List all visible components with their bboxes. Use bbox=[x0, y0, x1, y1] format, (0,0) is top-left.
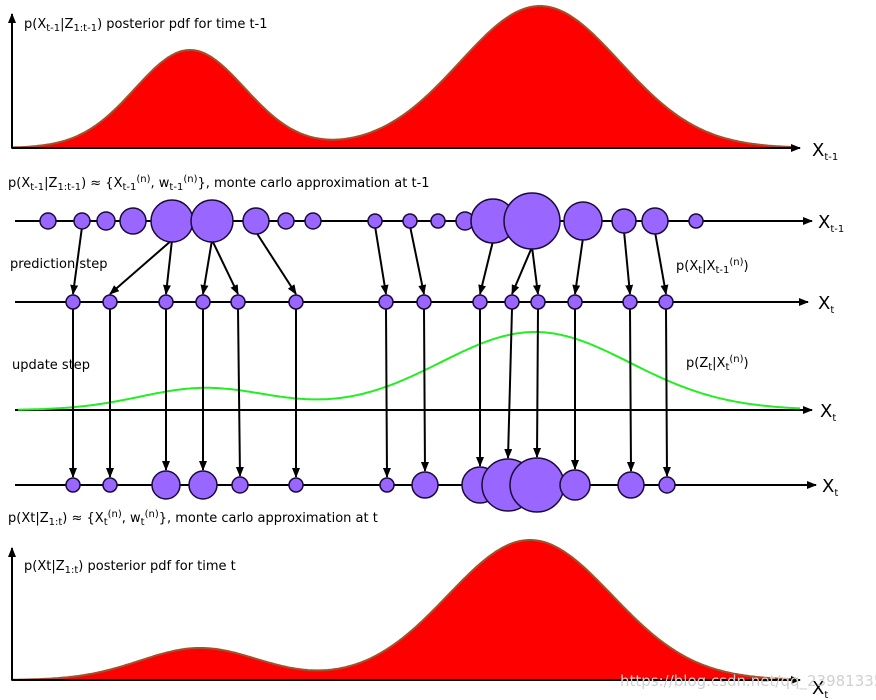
particle-weighted bbox=[617, 471, 645, 499]
particle-set bbox=[39, 192, 704, 513]
posterior-t-panel: p(Xt|Z1:t) posterior pdf for time t Xt bbox=[7, 539, 828, 700]
watermark: https://blog.csdn.net/qq_23981335 bbox=[620, 672, 876, 691]
particle-predicted bbox=[378, 294, 394, 310]
particle-prior bbox=[73, 212, 91, 230]
prediction-arrow bbox=[255, 231, 297, 295]
particle-weighted bbox=[288, 477, 304, 493]
particle-weighted bbox=[559, 469, 591, 501]
posterior-t-minus-1-panel: p(Xt-1|Z1:t-1) posterior pdf for time t-… bbox=[7, 5, 838, 163]
particle-prior bbox=[39, 212, 57, 230]
particle-prior bbox=[304, 212, 322, 230]
posterior-t-minus-1-curve bbox=[11, 5, 791, 149]
update-step-label: update step bbox=[12, 358, 90, 373]
prediction-arrow bbox=[572, 237, 584, 295]
particle-weighted bbox=[151, 470, 181, 500]
particle-prior bbox=[96, 211, 116, 231]
particle-predicted bbox=[158, 294, 174, 310]
transition-arrows bbox=[69, 225, 671, 478]
prediction-arrow bbox=[109, 239, 173, 295]
particle-predicted bbox=[472, 294, 488, 310]
mc-prev-label: p(Xt-1|Z1:t-1) ≈ {Xt-1(n), wt-1(n)}, mon… bbox=[8, 174, 430, 193]
posterior-t-curve bbox=[11, 539, 791, 681]
particle-prior bbox=[688, 213, 704, 229]
particle-weighted bbox=[65, 477, 81, 493]
particle-weighted bbox=[188, 470, 218, 500]
prediction-arrow bbox=[623, 230, 634, 295]
particle-predicted bbox=[102, 294, 118, 310]
particle-predicted bbox=[416, 294, 432, 310]
particle-predicted bbox=[504, 294, 520, 310]
prediction-arrow bbox=[478, 240, 494, 295]
likelihood-curve bbox=[18, 331, 801, 411]
particle-prior bbox=[402, 213, 418, 229]
prediction-arrow bbox=[200, 239, 213, 295]
particle-prior bbox=[150, 199, 194, 243]
update-arrow bbox=[626, 308, 635, 472]
transition-pdf-label: p(Xt|Xt-1(n)) bbox=[676, 257, 749, 276]
particle-weighted bbox=[658, 476, 676, 494]
prediction-arrow bbox=[211, 239, 239, 295]
prediction-arrow bbox=[374, 225, 389, 295]
bottom-title: p(Xt|Z1:t) posterior pdf for time t bbox=[24, 559, 236, 576]
update-arrow bbox=[382, 308, 391, 478]
particle-prior bbox=[190, 199, 234, 243]
update-arrow bbox=[420, 308, 429, 472]
particle-predicted bbox=[622, 294, 638, 310]
particle-weighted bbox=[379, 477, 395, 493]
particle-predicted bbox=[530, 294, 546, 310]
particle-prior bbox=[119, 207, 147, 235]
particle-prior bbox=[367, 213, 383, 229]
update-arrow bbox=[504, 308, 513, 459]
likelihood-label: p(Zt|Xt(n)) bbox=[686, 354, 749, 373]
particle-weighted bbox=[231, 476, 249, 494]
axis-label-bottom: Xt bbox=[812, 678, 828, 700]
axis-label-row2: Xt bbox=[818, 293, 834, 316]
particle-prior bbox=[641, 207, 669, 235]
particle-prior bbox=[242, 207, 270, 235]
update-arrow bbox=[533, 308, 542, 458]
particle-predicted bbox=[195, 294, 211, 310]
prediction-arrow bbox=[70, 226, 83, 295]
prediction-arrow bbox=[163, 239, 173, 295]
particle-weighted bbox=[102, 477, 118, 493]
particle-predicted bbox=[230, 294, 246, 310]
axis-label-top: Xt-1 bbox=[812, 140, 838, 163]
prediction-step-label: prediction step bbox=[10, 257, 107, 272]
prediction-arrow bbox=[409, 225, 427, 295]
particle-weighted bbox=[509, 457, 565, 513]
mc-curr-label: p(Xt|Z1:t) ≈ {Xt(n), wt(n)}, monte carlo… bbox=[8, 509, 378, 528]
particle-prior bbox=[563, 201, 603, 241]
particle-predicted bbox=[567, 294, 583, 310]
axis-label-row1: Xt-1 bbox=[818, 212, 844, 235]
prediction-arrow bbox=[531, 246, 541, 295]
axis-label-row3: Xt bbox=[820, 401, 836, 424]
particle-predicted bbox=[288, 294, 304, 310]
particle-weighted bbox=[411, 471, 439, 499]
particle-prior bbox=[611, 208, 637, 234]
particle-prior bbox=[503, 192, 561, 250]
prediction-arrow bbox=[654, 231, 669, 295]
update-arrow bbox=[662, 308, 671, 477]
particle-prior bbox=[277, 212, 295, 230]
axis-label-row4: Xt bbox=[822, 476, 838, 499]
particle-predicted bbox=[658, 294, 674, 310]
update-arrow bbox=[235, 308, 244, 477]
particle-prior bbox=[430, 213, 446, 229]
top-title: p(Xt-1|Z1:t-1) posterior pdf for time t-… bbox=[24, 17, 268, 34]
particle-predicted bbox=[65, 294, 81, 310]
prediction-arrow bbox=[511, 246, 533, 295]
